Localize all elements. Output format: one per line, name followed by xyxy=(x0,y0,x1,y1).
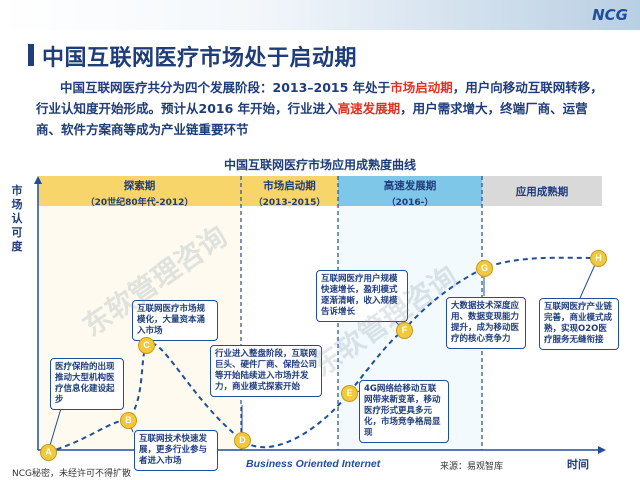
phase-band-2 xyxy=(241,176,338,206)
brand-logo: NCG xyxy=(592,6,628,24)
paragraph-text-2: ，用户向移动互联网转移，行业认知度开始形成。预计从2016 年开始，行业进入 xyxy=(36,80,603,116)
phase-2-name: 市场启动期 xyxy=(263,180,316,192)
phase-band-4 xyxy=(482,176,602,206)
node-F: F xyxy=(396,322,413,339)
phase-4-name: 应用成熟期 xyxy=(515,186,569,198)
y-axis-label: 市场认可度 xyxy=(11,184,23,253)
chart-title: 中国互联网医疗市场应用成熟度曲线 xyxy=(223,158,416,172)
header-bar xyxy=(0,0,640,30)
title-accent-bar xyxy=(28,44,34,66)
annotation-H: 互联网医疗产业链完善，商业模式成熟，实现O2O医疗服务无缝衔接 xyxy=(539,298,619,350)
maturity-curve xyxy=(47,256,599,453)
paragraph-text-1: 中国互联网医疗共分为四个发展阶段：2013–2015 年处于 xyxy=(60,80,391,95)
phase-maturity: 应用成熟期 xyxy=(482,176,602,206)
phase-3-period: （2016-） xyxy=(386,198,434,208)
node-H: H xyxy=(590,250,607,267)
phase-1-period: （20世纪80年代-2012） xyxy=(85,198,194,208)
phase-high-growth: 高速发展期 （2016-） xyxy=(338,176,482,208)
summary-paragraph: 中国互联网医疗共分为四个发展阶段：2013–2015 年处于市场启动期，用户向移… xyxy=(36,77,608,140)
paragraph-text-3: ，用户需求增大，终端厂商、运营商、软件方案商等成为产业链重要环节 xyxy=(36,101,588,137)
phase-1-name: 探索期 xyxy=(123,180,156,192)
annotation-F: 互联网医疗用户规模快速增长，盈利模式逐渐清晰，收入规模告诉增长 xyxy=(316,270,408,322)
y-axis-arrow xyxy=(34,176,42,184)
node-B: B xyxy=(120,412,137,429)
annotation-G: 大数据技术深度应用、数据变现能力提升，成为移动医疗的核心竞争力 xyxy=(446,297,526,349)
node-G: G xyxy=(476,260,493,277)
page-title: 中国互联网医疗市场处于启动期 xyxy=(42,46,358,71)
phase-exploration: 探索期 （20世纪80年代-2012） xyxy=(38,176,241,208)
phase-band-1 xyxy=(38,176,241,206)
annotation-C: 互联网医疗市场规模化，大量资本涌入市场 xyxy=(132,300,218,341)
annotation-B: 互联网技术快速发展，更多行业参与者进入市场 xyxy=(134,430,218,471)
phase-3-name: 高速发展期 xyxy=(383,180,437,192)
highlight-high-growth: 高速发展期 xyxy=(337,101,401,116)
annotation-A: 医疗保险的出现推动大型机构医疗信息化建设起步 xyxy=(50,358,124,410)
phase-band-3 xyxy=(338,176,482,206)
x-axis-arrow xyxy=(598,446,606,454)
source-note: 来源：易观智库 xyxy=(440,462,504,472)
x-axis-label: Business Oriented Internet xyxy=(246,458,381,470)
highlight-market-launch: 市场启动期 xyxy=(390,80,453,95)
phase-market-launch: 市场启动期 （2013-2015） xyxy=(241,176,338,208)
node-E: E xyxy=(341,385,358,402)
node-D: D xyxy=(234,432,251,449)
node-C: C xyxy=(138,337,155,354)
annotation-D: 行业进入整盘阶段，互联网巨头、硬件厂商、保险公司等开始陆续进入市场并发力，商业模… xyxy=(210,345,322,397)
annotation-E: 4G网络给移动互联网带来新变革，移动医疗形式更具多元化，市场竞争格局显现 xyxy=(359,380,449,443)
node-A: A xyxy=(40,444,57,461)
x-axis-end-label: 时间 xyxy=(567,458,589,471)
confidential-footer: NCG秘密，未经许可不得扩散 xyxy=(12,469,131,479)
phase-2-period: （2013-2015） xyxy=(253,198,326,208)
